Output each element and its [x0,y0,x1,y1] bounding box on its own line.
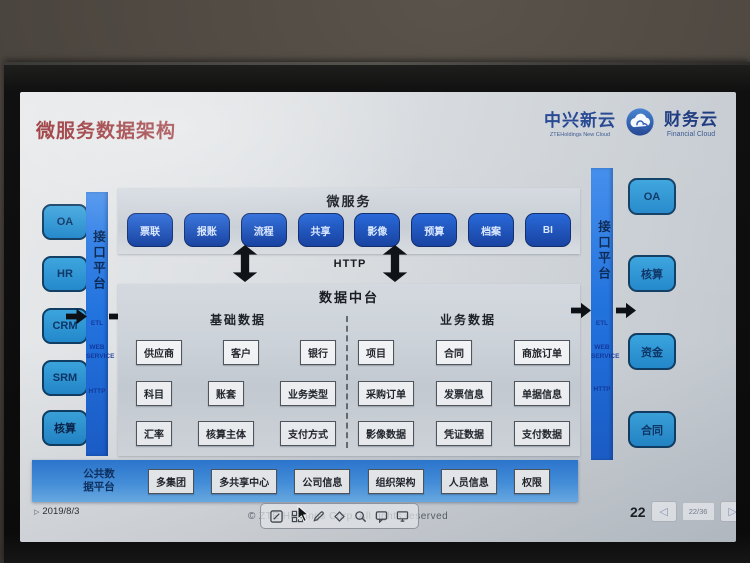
right-system-oa: OA [628,178,676,215]
slide-screen: 微服务数据架构 中兴新云 ZTEHoldings New Cloud 财务云 F… [20,92,736,542]
business-data-grid: 项目 合同 商旅订单 采购订单 发票信息 单据信息 影像数据 凭证数据 支付数据 [358,340,570,446]
slide-navigation: 22 ◁ 22/36 ▷ [630,501,736,522]
right-interface-platform-bar: 接口平台 ETL WEB SERVICE HTTP [591,168,620,460]
basic-exchange-rate: 汇率 [136,421,172,446]
right-protocol-http: HTTP [593,386,611,393]
business-document-info: 单据信息 [514,380,570,406]
right-protocol-webservice: WEB SERVICE [591,344,620,360]
common-company-info: 公司信息 [294,468,351,494]
financial-cloud-logo: 财务云 Financial Cloud [664,105,718,138]
microservices-header: 微服务 [326,194,372,209]
common-multigroup: 多集团 [148,468,194,494]
business-contract: 合同 [436,340,472,365]
data-platform-panel: 数据中台 基础数据 业务数据 供应商 客户 银行 科目 账套 业务类型 [118,284,580,456]
right-protocol-etl: ETL [595,320,609,327]
common-multi-shared-center: 多共享中心 [211,468,278,494]
previous-slide-button[interactable]: ◁ [650,501,677,522]
screen-display-icon[interactable] [396,510,409,523]
page-number: 22 [630,503,646,520]
common-org-structure: 组织架构 [367,468,424,494]
common-personnel-info: 人员信息 [440,468,497,494]
basic-customer: 客户 [223,340,259,365]
business-purchase-order: 采购订单 [358,380,414,406]
brand1-subtitle: ZTEHoldings New Cloud [549,131,611,138]
left-protocol-http: HTTP [88,388,106,395]
business-project: 项目 [358,340,394,365]
left-system-oa: OA [42,204,88,240]
zte-newcloud-logo: 中兴新云 ZTEHoldings New Cloud [544,106,616,138]
data-sections-divider [346,316,348,448]
chevron-left-icon: ◁ [659,506,668,518]
laser-shape-icon[interactable] [333,510,346,523]
microservices-panel: 微服务 票联 报账 流程 共享 影像 预算 档案 BI [118,188,580,254]
left-interface-platform-bar: 接口平台 ETL WEB SERVICE HTTP [86,192,115,456]
mouse-cursor-icon [297,505,310,523]
presenter-toolbar [260,503,419,529]
common-platform-label: 公共数据平台 [83,468,115,493]
brand1-name: 中兴新云 [544,110,616,130]
tv-bezel: 微服务数据架构 中兴新云 ZTEHoldings New Cloud 财务云 F… [4,62,750,563]
basic-subject: 科目 [136,380,172,406]
comment-icon[interactable] [375,510,388,523]
basic-supplier: 供应商 [136,340,182,365]
common-permissions: 权限 [513,468,550,494]
microservice-yusuan: 预算 [411,213,458,247]
microservice-dangan: 档案 [468,213,515,247]
brand-logos: 中兴新云 ZTEHoldings New Cloud 财务云 Financial… [544,105,718,138]
basic-data-grid: 供应商 客户 银行 科目 账套 业务类型 汇率 核算主体 支付方式 [136,340,336,446]
http-label: HTTP [333,258,367,270]
left-system-accounting: 核算 [42,410,88,446]
microservice-liucheng: 流程 [240,213,287,247]
cloud-logo-icon [626,107,654,136]
right-system-funds: 资金 [628,333,676,370]
basic-data-header: 基础数据 [209,313,266,327]
right-system-contract: 合同 [628,411,676,448]
business-payment-data: 支付数据 [514,421,570,446]
microservice-piaolian: 票联 [127,213,173,247]
left-interface-platform-label: 接口平台 [91,230,105,292]
slide-date: ▷ 2019/8/3 [34,506,79,517]
microservices-row: 票联 报账 流程 共享 影像 预算 档案 BI [127,213,571,247]
date-marker-icon: ▷ [34,508,40,516]
basic-biztype: 业务类型 [280,380,336,406]
right-interface-platform-label: 接口平台 [596,220,610,282]
left-protocol-webservice: WEB SERVICE [86,344,115,360]
right-system-accounting: 核算 [628,255,676,292]
left-system-hr: HR [42,256,88,292]
slide-progress-indicator: 22/36 [681,502,715,521]
business-invoice-info: 发票信息 [436,380,492,406]
business-voucher-data: 凭证数据 [436,421,492,446]
microservice-gongxiang: 共享 [297,213,344,247]
microservice-yingxiang: 影像 [354,213,401,247]
common-data-platform-bar: 公共数据平台 多集团 多共享中心 公司信息 组织架构 人员信息 权限 [32,460,578,502]
common-platform-items: 多集团 多共享中心 公司信息 组织架构 人员信息 权限 [148,468,550,494]
data-platform-header: 数据中台 [318,290,379,305]
brand2-subtitle: Financial Cloud [666,131,716,138]
basic-accounting-entity: 核算主体 [198,421,254,446]
date-text: 2019/8/3 [42,506,80,517]
business-travel-order: 商旅订单 [514,340,570,365]
basic-payment-method: 支付方式 [280,421,336,446]
chevron-right-icon: ▷ [728,506,736,518]
zoom-magnifier-icon[interactable] [354,510,367,523]
pen-icon[interactable] [312,510,325,523]
left-system-srm: SRM [42,360,88,396]
microservice-bi: BI [524,213,571,247]
slide-title: 微服务数据架构 [36,121,177,142]
arrow-platform-to-right-systems [616,302,636,319]
brand2-name: 财务云 [664,110,718,129]
business-image-data: 影像数据 [358,421,414,446]
ink-pen-square-icon[interactable] [270,509,283,523]
business-data-header: 业务数据 [439,313,496,327]
left-protocol-etl: ETL [90,320,104,327]
basic-bank: 银行 [300,340,336,365]
microservice-baozhang: 报账 [183,213,230,247]
next-slide-button[interactable]: ▷ [719,501,736,522]
basic-ledger: 账套 [208,380,244,406]
